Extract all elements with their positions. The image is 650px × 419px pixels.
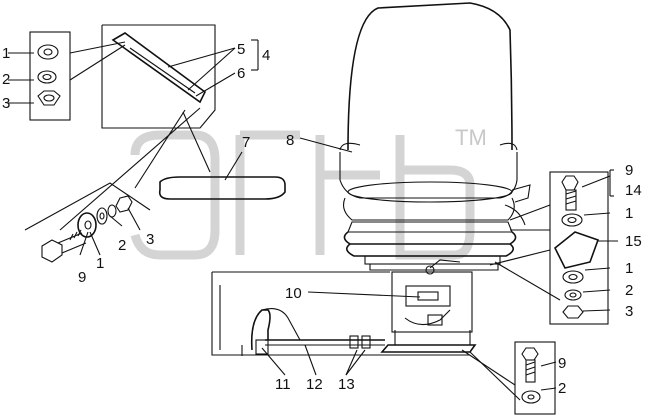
callout-11: 11 <box>275 376 291 393</box>
seat-base-mechanism <box>307 271 477 353</box>
armrest-part <box>158 151 286 200</box>
callout-3-right: 3 <box>625 303 633 320</box>
callout-1-top-left: 1 <box>2 45 10 62</box>
callout-8: 8 <box>286 132 294 149</box>
floor-plate <box>211 271 470 356</box>
callout-9-bottom: 9 <box>558 355 566 372</box>
callout-2-right: 2 <box>625 282 633 299</box>
seat-assembly <box>299 2 531 226</box>
callout-9-right: 9 <box>625 162 633 179</box>
air-hose-assembly <box>250 308 385 376</box>
callout-2-left: 2 <box>118 237 126 254</box>
callout-15: 15 <box>625 233 642 250</box>
callout-labels: 1 2 3 5 4 6 7 8 1 2 3 9 10 11 12 13 9 14… <box>2 41 642 397</box>
callout-1-right-lower: 1 <box>625 260 633 277</box>
callout-12: 12 <box>306 376 323 393</box>
trademark-mark: TM <box>455 125 487 150</box>
callout-3-top-left: 3 <box>2 95 10 112</box>
left-hardware-group <box>24 182 151 263</box>
callout-1-right-upper: 1 <box>625 205 633 222</box>
callout-2-top-left: 2 <box>2 71 10 88</box>
suspension-bellows <box>343 221 517 275</box>
callout-7: 7 <box>242 134 250 151</box>
inset-hardware-top-left <box>8 31 71 121</box>
callout-14: 14 <box>625 182 642 199</box>
callout-5: 5 <box>237 41 245 58</box>
bracket-inset <box>59 24 259 231</box>
callout-13: 13 <box>338 376 355 393</box>
callout-9-left: 9 <box>78 269 86 286</box>
right-hardware-inset <box>489 169 618 325</box>
callout-2-bottom: 2 <box>558 380 566 397</box>
callout-6: 6 <box>237 65 245 82</box>
watermark-logo <box>130 130 475 260</box>
callout-1-left: 1 <box>96 255 104 272</box>
callout-3-left: 3 <box>146 231 154 248</box>
callout-4: 4 <box>262 47 270 64</box>
callout-10: 10 <box>285 285 302 302</box>
bottom-right-hardware-inset <box>461 341 557 415</box>
